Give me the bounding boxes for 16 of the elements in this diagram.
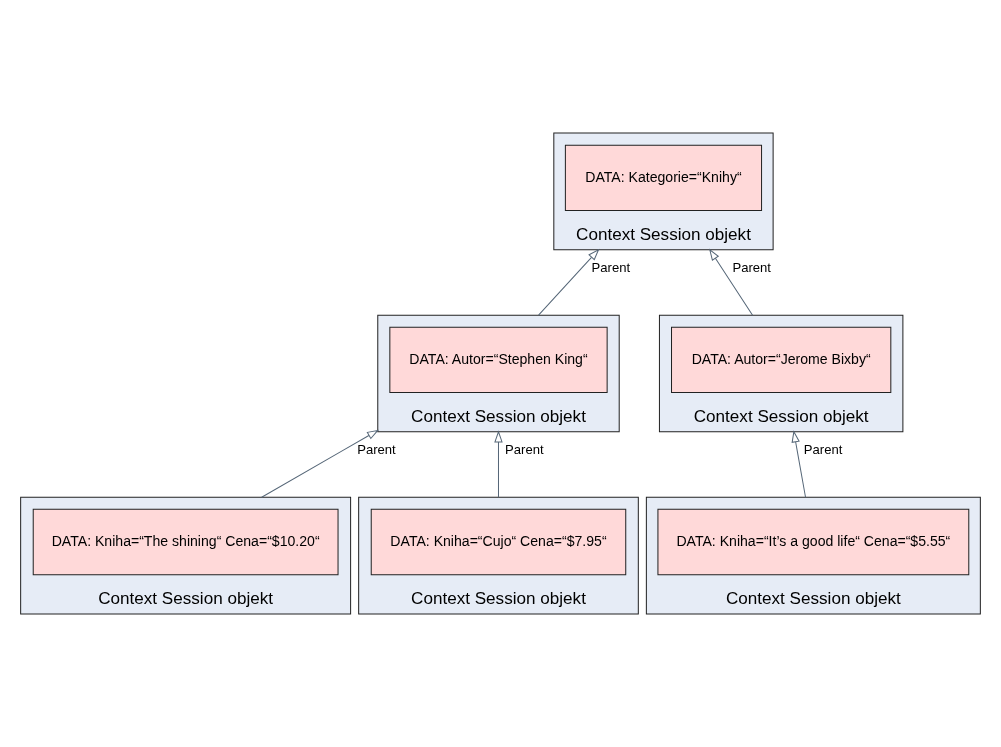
edge-label: Parent bbox=[357, 442, 396, 458]
node-box: DATA: Kniha=“The shining“ Cena=“$10.20“ bbox=[32, 508, 339, 576]
node-box: DATA: Kategorie=“Knihy“ bbox=[564, 144, 763, 212]
edge-label: Parent bbox=[505, 442, 544, 458]
arrow bbox=[709, 248, 754, 316]
node-box: DATA: Autor=“Stephen King“ bbox=[389, 326, 608, 394]
node-box: DATA: Autor=“Jerome Bixby“ bbox=[671, 326, 892, 394]
edge-label: Parent bbox=[803, 442, 843, 458]
arrow bbox=[538, 248, 600, 316]
node-box: DATA: Kniha=“Cujo“ Cena=“$7.95“ bbox=[370, 508, 627, 576]
arrow bbox=[494, 430, 503, 498]
edge-label: Parent bbox=[732, 260, 771, 276]
arrow bbox=[261, 429, 380, 498]
edge-label: Parent bbox=[591, 260, 631, 276]
arrow bbox=[791, 430, 807, 498]
node-box: DATA: Kniha=“It’s a good life“ Cena=“$5.55“ bbox=[657, 508, 970, 576]
